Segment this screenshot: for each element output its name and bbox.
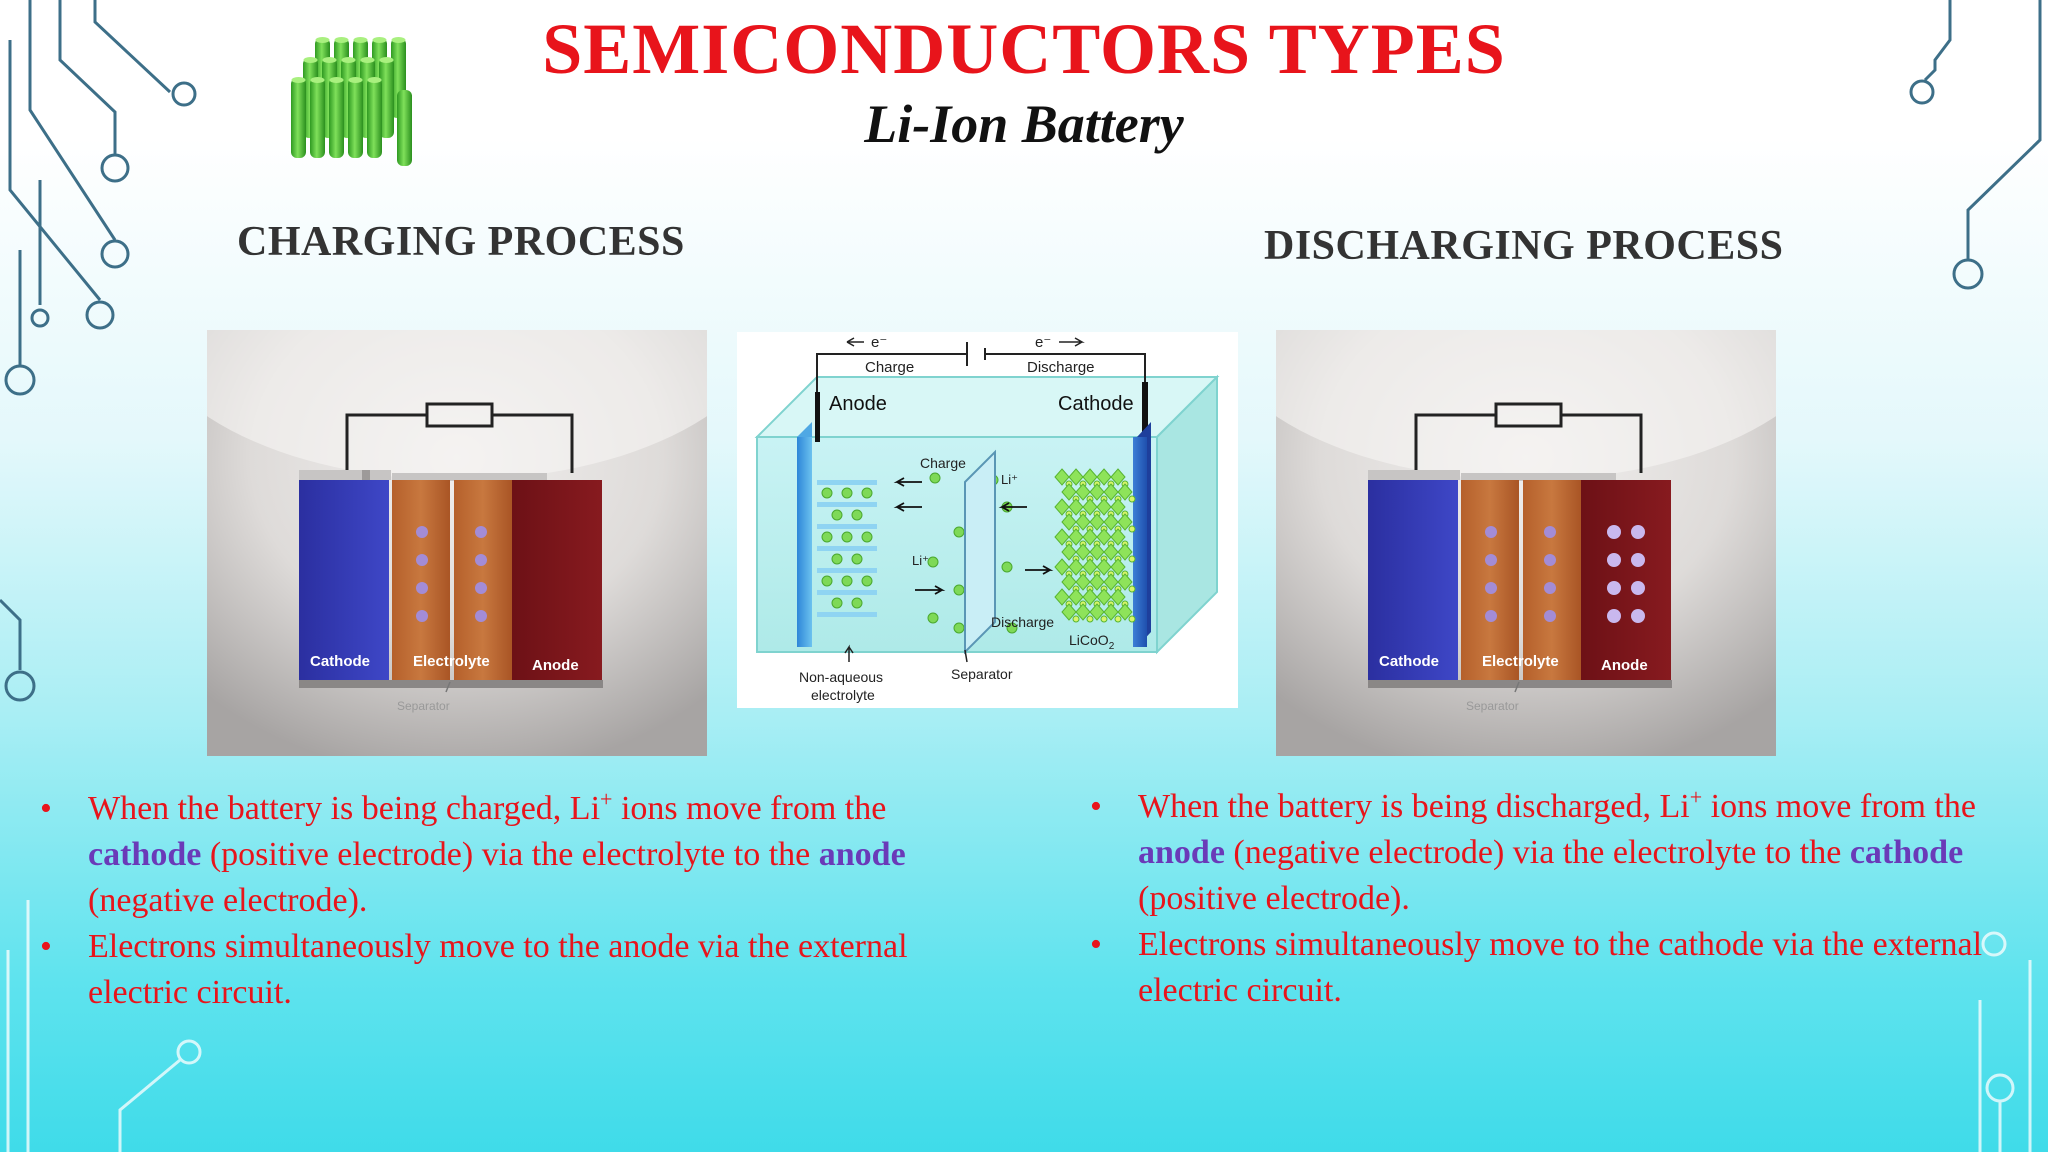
electrolyte-label: Electrolyte (1482, 653, 1559, 670)
charging-diagram: Cathode Electrolyte Anode Separator (207, 330, 707, 756)
battery-pack-image (291, 37, 412, 166)
electron-right-label: e⁻ (1035, 334, 1051, 351)
charging-bullets: • When the battery is being charged, Li+… (38, 786, 958, 1016)
cathode-label: Cathode (1379, 653, 1439, 670)
discharging-bullets: • When the battery is being discharged, … (1088, 784, 2008, 1014)
keyword-anode: anode (818, 836, 906, 873)
discharge-inner-label: Discharge (991, 614, 1054, 630)
separator-label: Separator (1466, 699, 1519, 713)
separator-label: Separator (951, 666, 1013, 682)
anode-label: Anode (829, 393, 887, 415)
li-ion-left-label: Li⁺ (912, 553, 929, 568)
separator-label: Separator (397, 699, 450, 713)
page-subtitle: Li-Ion Battery (864, 94, 1184, 154)
keyword-cathode: cathode (1849, 834, 1964, 871)
page-title: SEMICONDUCTORS TYPES (542, 9, 1506, 89)
list-item: • Electrons simultaneously move to the c… (1088, 922, 2008, 1014)
bullet-icon: • (40, 790, 52, 827)
li-ion-right-label: Li⁺ (1001, 472, 1018, 487)
cathode-label: Cathode (1058, 393, 1134, 415)
cathode-label: Cathode (310, 653, 370, 670)
discharge-top-label: Discharge (1027, 359, 1095, 376)
licoo2-label: LiCoO2 (1069, 632, 1115, 652)
bullet-icon: • (1090, 926, 1102, 963)
keyword-cathode: cathode (88, 836, 202, 873)
list-item: • When the battery is being discharged, … (1090, 784, 1976, 917)
anode-label: Anode (1601, 657, 1648, 674)
charging-heading: CHARGING PROCESS (237, 219, 685, 265)
charge-top-label: Charge (865, 359, 914, 376)
discharging-heading: DISCHARGING PROCESS (1264, 223, 1784, 269)
electron-left-label: e⁻ (871, 334, 887, 351)
keyword-anode: anode (1138, 834, 1225, 871)
discharging-diagram: Cathode Electrolyte Anode Separator (1276, 330, 1776, 756)
list-item: • When the battery is being charged, Li+… (40, 786, 906, 919)
charge-inner-label: Charge (920, 455, 966, 471)
bullet-icon: • (40, 928, 52, 965)
bullet-icon: • (1090, 788, 1102, 825)
anode-label: Anode (532, 657, 579, 674)
electrolyte-label: Electrolyte (413, 653, 490, 670)
li-ion-cell-diagram: e⁻ e⁻ Charge Discharge Anode Cathode (737, 332, 1238, 708)
list-item: • Electrons simultaneously move to the a… (38, 924, 958, 1016)
